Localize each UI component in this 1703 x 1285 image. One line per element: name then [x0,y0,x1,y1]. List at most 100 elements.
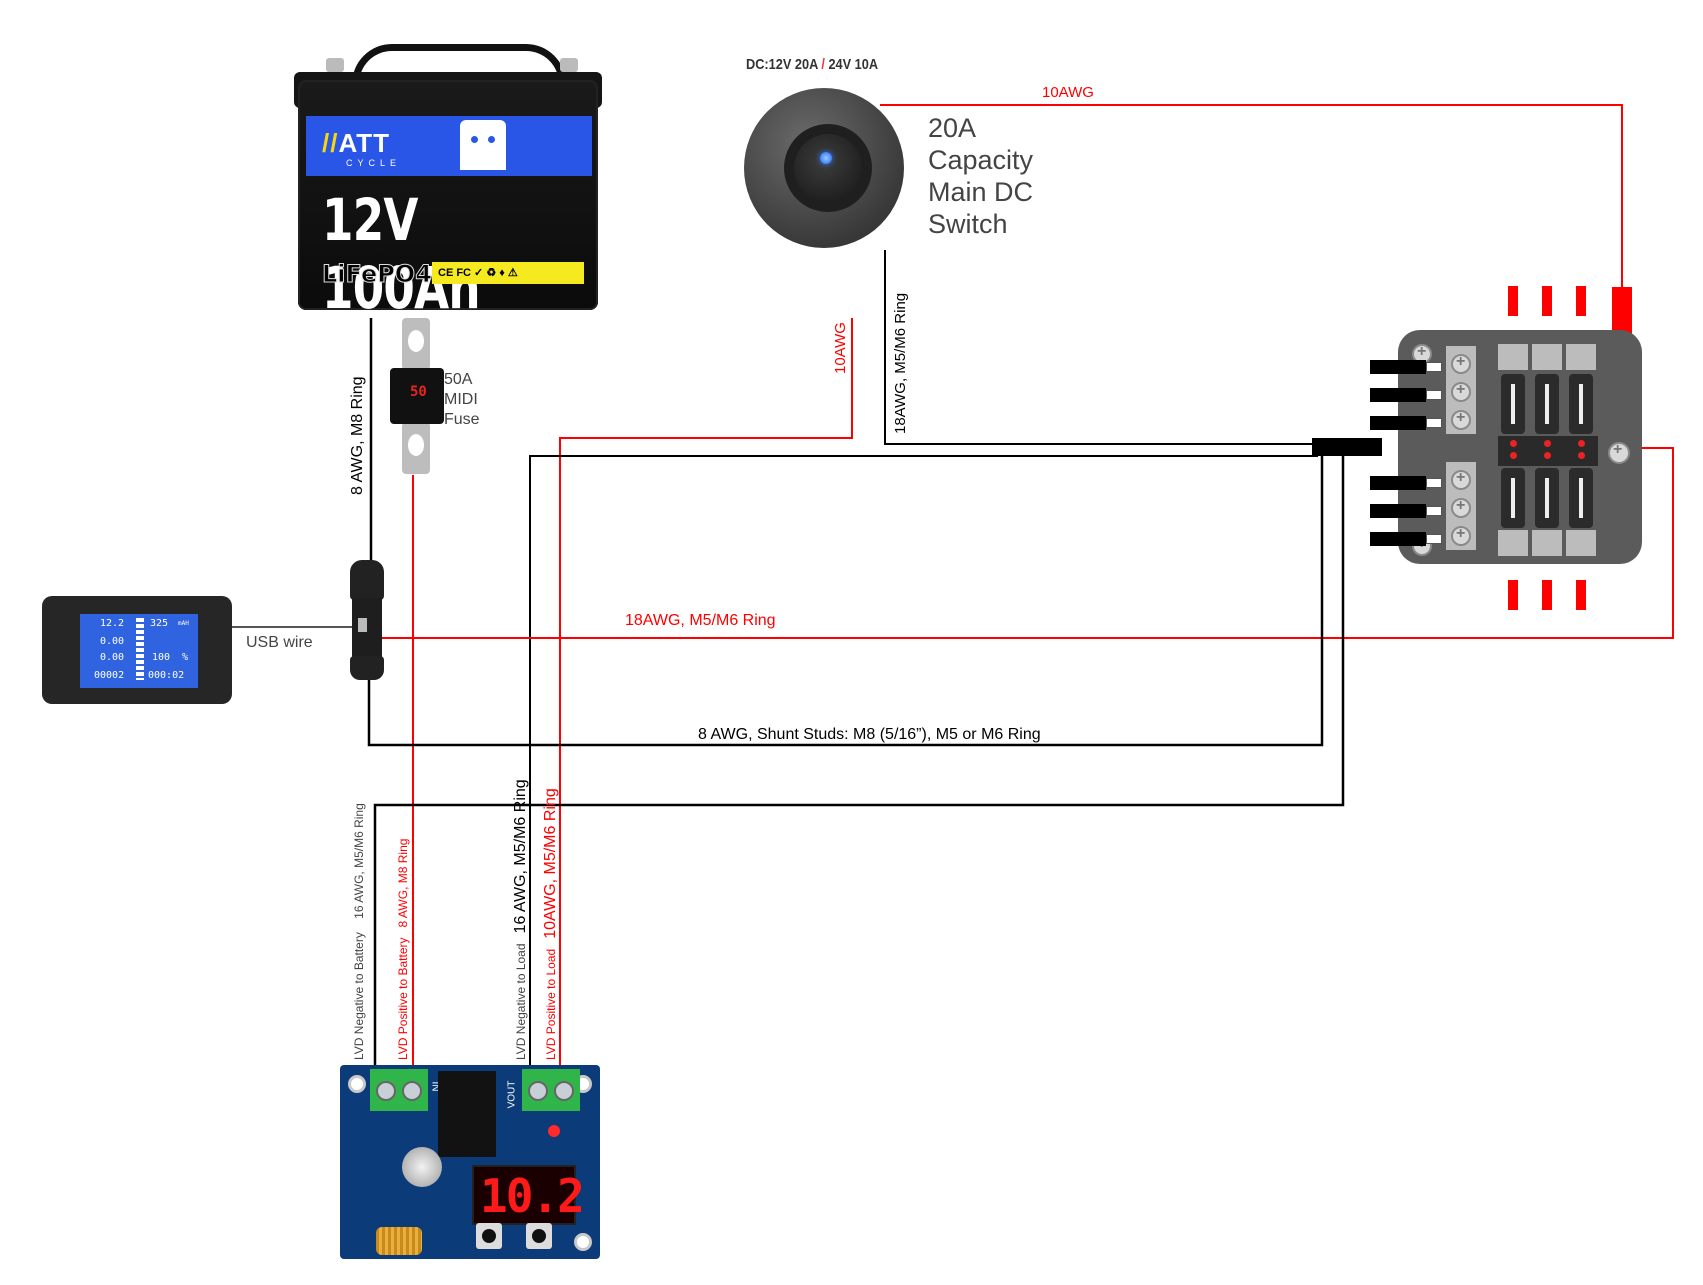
wire-switch-ground [884,250,1318,445]
main-dc-switch[interactable] [744,88,904,248]
inductor [376,1227,422,1255]
status-led [548,1125,560,1137]
indicator-led [1510,452,1517,459]
terminal-screw-icon [554,1081,574,1101]
battery-terminal-negative [326,58,344,72]
wire-switch-to-fuseblock-positive [880,104,1623,290]
monitor-energy: 00002 [94,670,125,681]
battery-brand: ATT [338,128,391,158]
battery-mascot-icon [460,120,506,170]
battery-capacity: 12V 100Ah [322,186,481,322]
label-battery-negative: 8 AWG, M8 Ring [349,376,366,495]
monitor-soc: 100 [152,652,171,663]
bus-screw-icon [1451,469,1471,490]
label-shunt-ground: 8 AWG, Shunt Studs: M8 (5/16”), M5 or M6… [698,726,1041,743]
fuse-value: 50 [410,384,427,400]
label-lvd-positive-battery: LVD Positive to Battery 8 AWG, M8 Ring [396,839,410,1060]
fuse-terminal-bottom [1498,530,1528,556]
wire-lvd-negative-load [529,455,1318,1085]
label-switch-to-fuseblock: 10AWG [1042,84,1094,101]
fuse-slot[interactable] [1569,468,1593,528]
shunt-cap-top [350,560,384,600]
indicator-led [1510,440,1517,447]
wire-switch-to-lvd-positive-out [559,318,853,1090]
battery-monitor: 12.2 0.00 0.00 00002 325 mAH 100 % 000:0… [42,596,232,704]
negative-lead [1370,388,1442,402]
battery-label-band [306,116,592,176]
fuse-slot[interactable] [1535,468,1559,528]
bus-screw-icon [1451,497,1471,518]
switch-rating-right: 24V 10A [824,56,879,73]
fuse-label-line: MIDI [444,391,478,408]
negative-lead [1370,532,1442,546]
positive-output-lead [1508,580,1518,610]
lvd-mode-button[interactable] [526,1223,552,1249]
fuse-label-line: 50A [444,371,473,388]
switch-led-icon [820,152,832,164]
switch-description: 20A Capacity Main DC Switch [928,112,1033,240]
fuse-terminal-bottom [1532,530,1562,556]
label-text: LVD Positive to Load [544,948,558,1060]
terminal-screw-icon [528,1081,548,1101]
label-text: 16 AWG, M5/M6 Ring [352,803,366,919]
negative-lead [1370,360,1442,374]
positive-output-lead [1508,286,1518,316]
shunt-body [352,598,382,662]
switch-rating-separator: / [821,56,825,73]
label-text: 8 AWG, M8 Ring [396,838,410,928]
fuse-slot[interactable] [1535,374,1559,434]
indicator-led [1578,440,1585,447]
monitor-soc-bar [136,618,144,680]
battery-brand-sub: CYCLE [346,158,402,168]
terminal-screw-icon [376,1081,396,1101]
monitor-voltage: 12.2 [100,618,125,629]
wire-shunt-sense [372,447,1674,639]
voltage-display: 10.2 [472,1165,585,1225]
label-text: 10AWG, M5/M6 Ring [542,788,559,939]
fuse-label-line: Fuse [444,411,480,428]
relay [438,1071,496,1157]
label-text: 16 AWG, M5/M6 Ring [512,779,529,934]
usb-port-icon [358,618,367,632]
label-text: LVD Positive to Battery [396,937,410,1061]
fuse-terminal-top [1532,344,1562,370]
wire-lvd-negative-battery [373,456,1345,1085]
switch-rating-left: DC:12V 20A [746,56,822,73]
indicator-led [1544,440,1551,447]
fuse-tab-bottom [402,422,430,474]
fuse-block [1368,286,1658,610]
switch-description-line: Capacity [928,145,1034,175]
negative-lead [1370,476,1442,490]
label-shunt-sense: 18AWG, M5/M6 Ring [625,612,776,629]
switch-rating: DC:12V 20A / 24V 10A [746,56,878,73]
fuse-slot[interactable] [1569,374,1593,434]
wire-shunt-ground [367,456,1324,747]
switch-rocker[interactable] [794,134,862,202]
bus-screw-icon [1451,409,1471,430]
monitor-time: 000:02 [148,670,185,681]
bus-screw-icon [1451,525,1471,546]
voltage-display-digits: 10.2 [480,1169,585,1223]
battery-chemistry: LiFePO4 [322,260,433,289]
fuse-terminal-top [1566,344,1596,370]
terminal-screw-icon [402,1081,422,1101]
fuse-slot[interactable] [1501,374,1525,434]
label-text: LVD Negative to Load [514,943,528,1060]
lvd-out-label: VOUT [506,1080,518,1109]
monitor-capacity: 325 [150,618,169,629]
indicator-led [1578,452,1585,459]
fuse-terminal-top [1498,344,1528,370]
fuse-body [390,368,444,424]
battery-brand-logo: //ATT [322,128,391,158]
label-lvd-negative-battery: LVD Negative to Battery 16 AWG, M5/M6 Ri… [352,803,366,1060]
monitor-power: 0.00 [100,652,125,663]
lvd-set-button[interactable] [476,1223,502,1249]
fuse-label: 50A MIDI Fuse [444,370,480,430]
fuse-slot[interactable] [1501,468,1525,528]
capacitor [402,1147,442,1187]
usb-wire-label: USB wire [246,634,313,651]
positive-stud-icon [1608,441,1630,464]
label-lvd-positive-load: LVD Positive to Load 10AWG, M5/M6 Ring [542,788,560,1060]
positive-output-lead [1542,580,1552,610]
label-switch-to-lvd: 10AWG [832,322,849,374]
